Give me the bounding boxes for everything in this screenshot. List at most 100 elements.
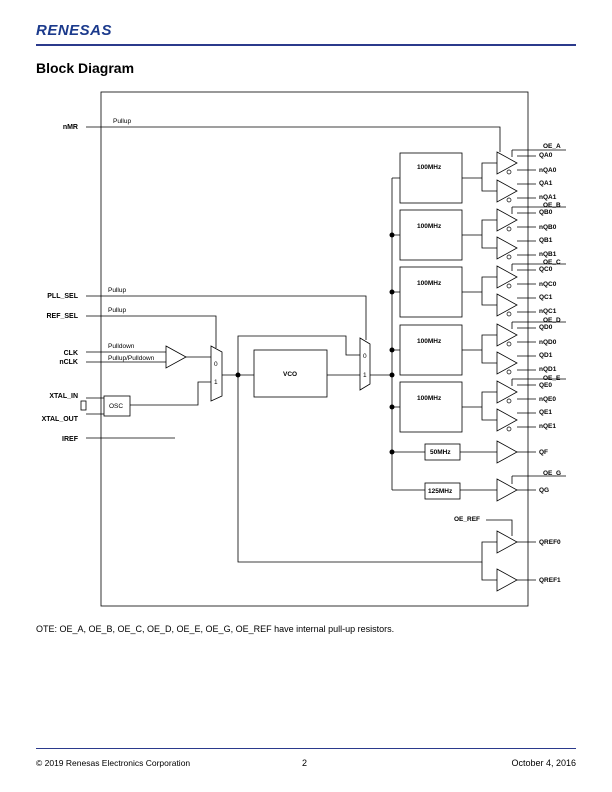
buffer-c0: [496, 265, 518, 289]
bank-b-wires: [462, 219, 497, 249]
bypass-wire: [237, 335, 360, 375]
fg-wires: [392, 451, 497, 491]
label-qref0: QREF0: [539, 539, 561, 546]
label-qc0: QC0: [539, 266, 553, 273]
label-nqa0: nQA0: [539, 167, 557, 174]
diagram-frame: [100, 91, 529, 607]
label-nqa1: nQA1: [539, 194, 557, 201]
buffer-a0: [496, 151, 518, 175]
bank-d-outs: [517, 327, 536, 371]
label-qd0: QD0: [539, 324, 553, 331]
label-nqc1: nQC1: [539, 308, 557, 315]
label-pullup-pulldown: Pullup/Pulldown: [108, 355, 155, 362]
buffer-c1: [496, 293, 518, 317]
divider-g: [424, 482, 461, 500]
pin-clk: CLK: [64, 350, 78, 357]
label-nqe1: nQE1: [539, 423, 556, 430]
pin-nclk: nCLK: [59, 359, 78, 366]
bus-taps: [392, 177, 400, 408]
label-oe-b: OE_B: [543, 202, 561, 209]
bank-d-wires: [462, 334, 497, 364]
label-nqe0: nQE0: [539, 396, 556, 403]
buffer-e1: [496, 408, 518, 432]
label-qg: QG: [539, 487, 549, 494]
buffer-e0: [496, 380, 518, 404]
oe-ref-wire: [486, 519, 513, 536]
label-nqb1: nQB1: [539, 251, 557, 258]
osc-block: [103, 395, 131, 417]
buffer-ref1: [496, 568, 518, 592]
label-nqd1: nQD1: [539, 366, 557, 373]
footer-date: October 4, 2016: [511, 758, 576, 768]
bank-e-wires: [462, 391, 497, 421]
input-mux: [210, 345, 223, 402]
bank-a-outs: [517, 155, 536, 199]
label-qa0: QA0: [539, 152, 553, 159]
buffer-d0: [496, 323, 518, 347]
pin-ref-sel: REF_SEL: [46, 313, 78, 320]
bank-a-wires: [462, 162, 497, 192]
renesas-logo: RENESAS: [36, 22, 113, 39]
label-qc1: QC1: [539, 294, 553, 301]
vco-block: [253, 349, 328, 398]
ref-path-wire: [237, 375, 497, 563]
mux1-in1-label: 1: [214, 379, 218, 386]
label-qf: QF: [539, 449, 548, 456]
label-qa1: QA1: [539, 180, 553, 187]
mux2-in0-label: 0: [363, 353, 367, 360]
pullup-note: OTE: OE_A, OE_B, OE_C, OE_D, OE_E, OE_G,…: [36, 624, 395, 634]
pll-mux: [359, 337, 371, 391]
bank-e-outs: [517, 384, 536, 428]
pll-sel-wire: [86, 295, 367, 340]
pin-pll-sel: PLL_SEL: [47, 293, 78, 300]
diff-buffer: [165, 345, 187, 369]
buffer-b1: [496, 236, 518, 260]
divider-a: [399, 152, 463, 204]
bank-c-wires: [462, 276, 497, 306]
pin-nmr: nMR: [63, 124, 78, 131]
label-pullup-ref: Pullup: [108, 307, 126, 314]
oe-lines: [512, 149, 566, 477]
label-oe-ref: OE_REF: [454, 516, 480, 523]
divider-e-label: 100MHz: [417, 395, 442, 402]
label-pullup-pll: Pullup: [108, 287, 126, 294]
single-outs: [517, 451, 536, 581]
label-nqc0: nQC0: [539, 281, 557, 288]
buffer-ref0: [496, 530, 518, 554]
bank-b-outs: [517, 212, 536, 256]
header-rule: [36, 44, 576, 46]
label-nqb0: nQB0: [539, 224, 557, 231]
pin-iref: IREF: [62, 436, 79, 443]
label-oe-g: OE_G: [543, 470, 561, 477]
footer-page-number: 2: [302, 758, 308, 768]
divider-e: [399, 381, 463, 433]
label-qref1: QREF1: [539, 577, 561, 584]
label-oe-a: OE_A: [543, 143, 561, 150]
divider-f-label: 50MHz: [430, 449, 451, 456]
label-nqd0: nQD0: [539, 339, 557, 346]
mux1-in0-label: 0: [214, 361, 218, 368]
footer-rule: [36, 748, 576, 749]
page-title: Block Diagram: [36, 60, 135, 76]
label-qb0: QB0: [539, 209, 553, 216]
mux2-in1-label: 1: [363, 372, 367, 379]
divider-d: [399, 324, 463, 376]
label-qe0: QE0: [539, 382, 552, 389]
buffer-b0: [496, 208, 518, 232]
label-oe-d: OE_D: [543, 317, 561, 324]
label-qb1: QB1: [539, 237, 553, 244]
buffer-d1: [496, 351, 518, 375]
label-oe-c: OE_C: [543, 259, 561, 266]
bank-c-outs: [517, 269, 536, 313]
label-pulldown: Pulldown: [108, 343, 135, 350]
crystal-symbol: [80, 400, 87, 411]
divider-c-label: 100MHz: [417, 280, 442, 287]
label-qe1: QE1: [539, 409, 552, 416]
pin-xtal-in: XTAL_IN: [49, 393, 78, 400]
label-oe-e: OE_E: [543, 375, 561, 382]
divider-a-label: 100MHz: [417, 164, 442, 171]
osc-label: OSC: [109, 403, 123, 410]
divider-d-label: 100MHz: [417, 338, 442, 345]
nmr-wire: [86, 126, 501, 152]
